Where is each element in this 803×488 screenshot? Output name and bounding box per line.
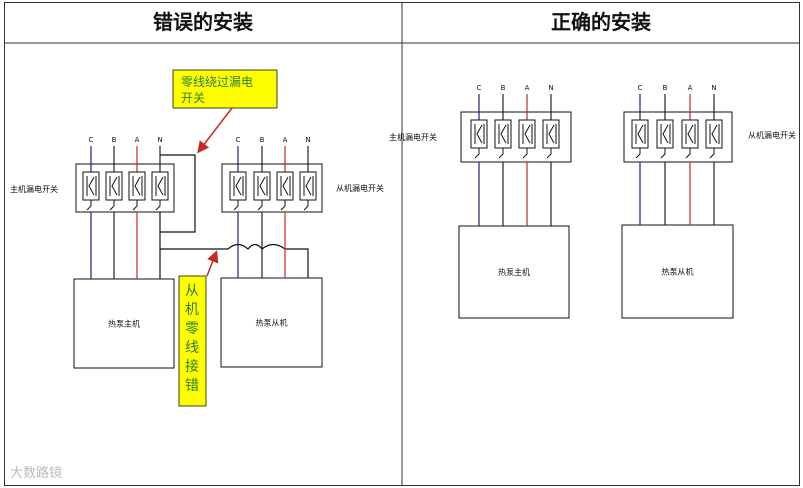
correct-slave-output-hook <box>685 148 691 159</box>
breaker-lever <box>500 124 507 144</box>
wrong-neutral-crossover <box>227 243 309 278</box>
correct-main-output-hook <box>522 148 528 159</box>
correct-main-terminal-label: B <box>501 84 506 92</box>
wrong-slave-terminal-label: A <box>283 136 288 144</box>
wrong-slave-output-hook <box>257 200 263 211</box>
correct-slave-switch-label: 从机漏电开关 <box>748 130 796 140</box>
correct-slave-terminal-label: C <box>638 84 643 92</box>
correct-main-output-hook <box>498 148 504 159</box>
wrong-main-output-hook <box>155 200 161 211</box>
wrong-main-unit-label: 热泵主机 <box>108 319 140 329</box>
wrong-note-neutral-char: 机 <box>185 302 199 318</box>
wrong-note-bypass-line1: 零线绕过漏电 <box>181 75 253 89</box>
wrong-main-output-hook <box>132 200 138 211</box>
breaker-lever <box>637 124 644 144</box>
correct-slave-unit-box <box>621 224 734 319</box>
wrong-note-bypass <box>172 69 278 109</box>
breaker-lever <box>548 124 555 144</box>
breaker-lever <box>88 176 95 196</box>
watermark: 大数路镜 <box>10 466 63 481</box>
wrong-bypass-neutral-wire <box>160 154 196 233</box>
wrong-slave-switch-label: 从机漏电开关 <box>336 183 384 193</box>
wrong-note-neutral <box>178 275 207 407</box>
breaker-module <box>470 119 488 149</box>
wrong-note-neutral-char: 从 <box>185 283 199 299</box>
breaker-lever <box>476 124 483 144</box>
breaker-module <box>253 171 271 201</box>
wrong-note-neutral-char: 线 <box>185 340 199 356</box>
wrong-slave-terminal-label: N <box>305 136 310 144</box>
breaker-module <box>229 171 247 201</box>
wrong-note-bypass-line2: 开关 <box>181 91 205 105</box>
wrong-main-unit-box <box>73 278 175 369</box>
wrong-slave-unit-label: 热泵从机 <box>256 318 288 328</box>
correct-main-unit-label: 热泵主机 <box>498 267 530 277</box>
breaker-lever <box>111 176 118 196</box>
breaker-module <box>105 171 123 201</box>
breaker-lever <box>157 176 164 196</box>
breaker-lever <box>687 124 694 144</box>
breaker-lever <box>711 124 718 144</box>
breaker-lever <box>235 176 242 196</box>
breaker-module <box>705 119 723 149</box>
wrong-slave-output-hook <box>303 200 309 211</box>
wrong-note-neutral-char: 零 <box>185 321 199 337</box>
correct-slave-output-hook <box>660 148 666 159</box>
breaker-module <box>151 171 169 201</box>
correct-slave-output-hook <box>709 148 715 159</box>
correct-main-terminal-label: A <box>525 84 530 92</box>
wrong-note-bypass-arrow <box>197 107 233 154</box>
correct-main-output-hook <box>474 148 480 159</box>
breaker-module <box>681 119 699 149</box>
correct-main-switch-label: 主机漏电开关 <box>389 132 437 142</box>
correct-installation-title: 正确的安装 <box>551 10 651 34</box>
wrong-note-neutral-arrow <box>206 250 219 277</box>
correct-main-output-hook <box>546 148 552 159</box>
correct-slave-terminal-label: A <box>688 84 693 92</box>
correct-main-unit-box <box>458 225 570 319</box>
wrong-note-neutral-char: 错 <box>185 378 199 394</box>
correct-slave-output-hook <box>635 148 641 159</box>
breaker-module <box>494 119 512 149</box>
breaker-lever <box>259 176 266 196</box>
wrong-note-neutral-char: 接 <box>185 358 199 375</box>
breaker-module <box>542 119 560 149</box>
breaker-lever <box>282 176 289 196</box>
wrong-main-output-hook <box>86 200 92 211</box>
wrong-main-terminal-label: A <box>135 136 140 144</box>
breaker-module <box>82 171 100 201</box>
breaker-lever <box>662 124 669 144</box>
correct-main-terminal-label: C <box>477 84 482 92</box>
wrong-slave-terminal-label: B <box>260 136 265 144</box>
breaker-module <box>299 171 317 201</box>
breaker-module <box>128 171 146 201</box>
correct-slave-terminal-label: N <box>711 84 716 92</box>
correct-slave-unit-label: 热泵从机 <box>662 267 694 277</box>
breaker-module <box>656 119 674 149</box>
wrong-main-terminal-label: N <box>157 136 162 144</box>
correct-slave-terminal-label: B <box>663 84 668 92</box>
wrong-main-output-hook <box>109 200 115 211</box>
wrong-slave-terminal-label: C <box>236 136 241 144</box>
wrong-slave-unit-box <box>220 277 323 368</box>
wrong-slave-output-hook <box>233 200 239 211</box>
breaker-module <box>631 119 649 149</box>
wrong-slave-output-hook <box>280 200 286 211</box>
wrong-installation-title: 错误的安装 <box>153 10 253 34</box>
wrong-main-switch-label: 主机漏电开关 <box>10 184 58 194</box>
breaker-lever <box>305 176 312 196</box>
breaker-module <box>518 119 536 149</box>
breaker-lever <box>524 124 531 144</box>
breaker-module <box>276 171 294 201</box>
wrong-main-terminal-label: B <box>112 136 117 144</box>
correct-main-terminal-label: N <box>548 84 553 92</box>
breaker-lever <box>134 176 141 196</box>
wrong-main-terminal-label: C <box>89 136 94 144</box>
